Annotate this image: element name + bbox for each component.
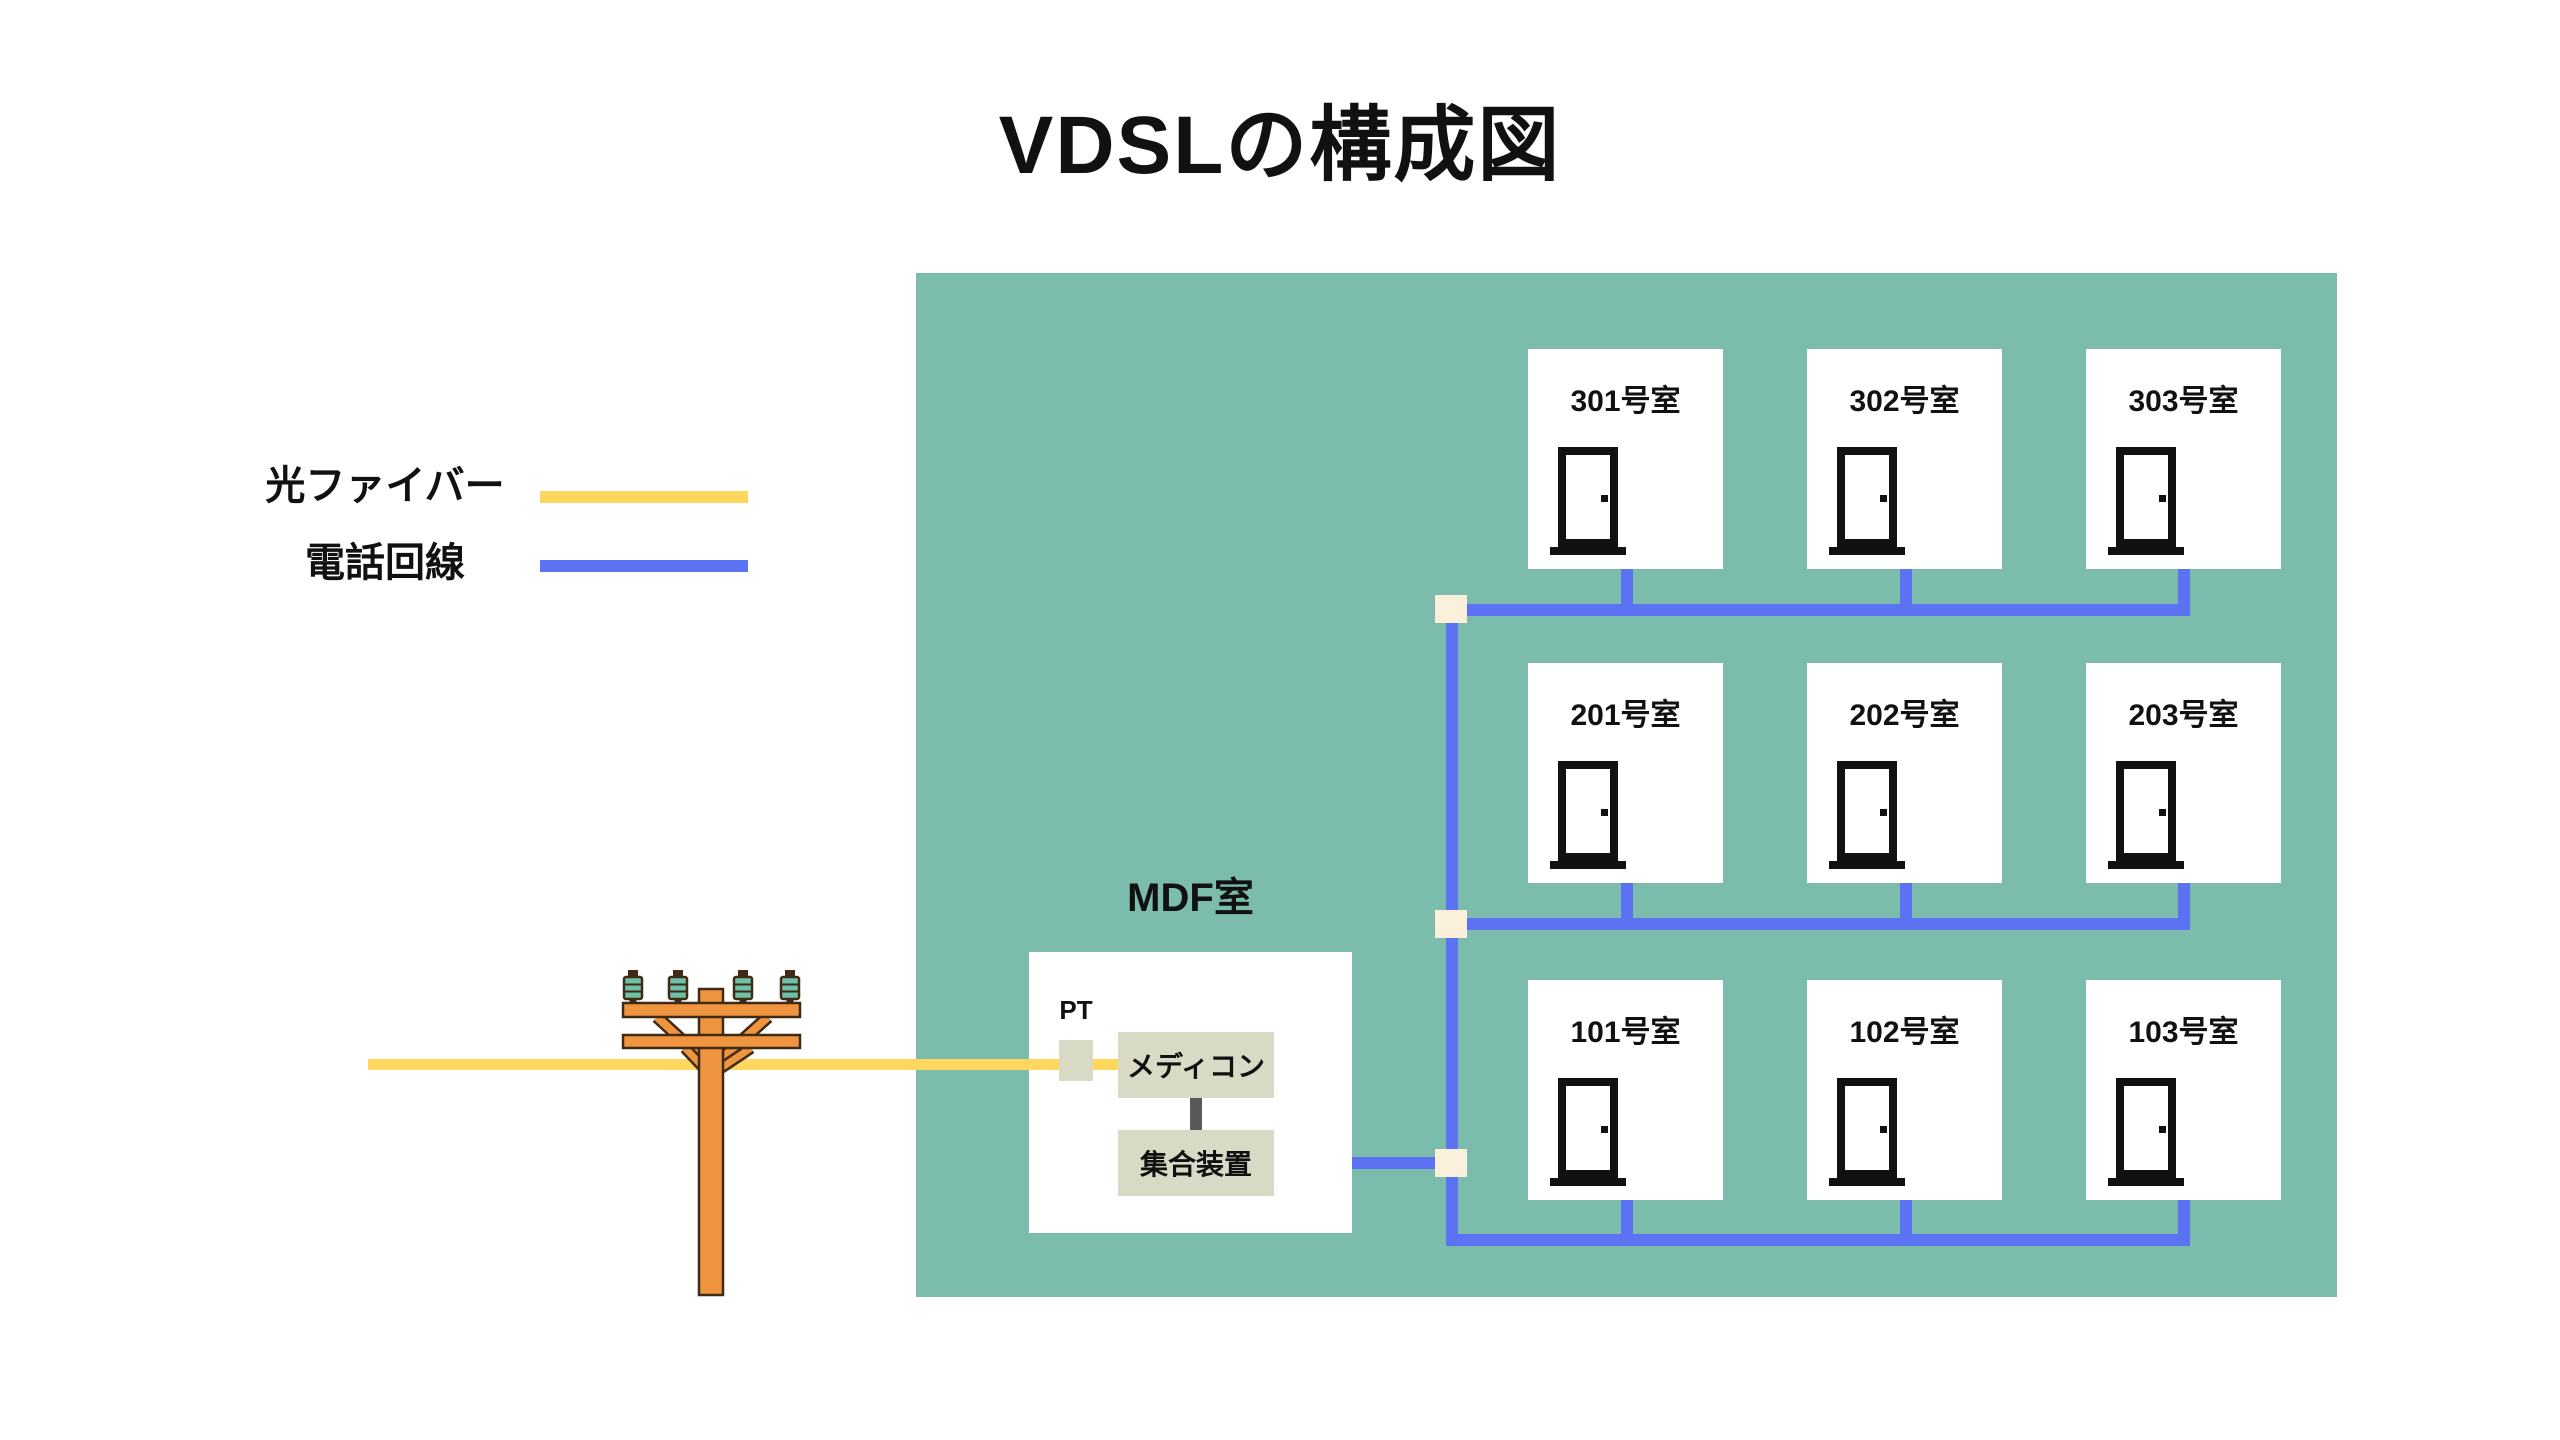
room-card-102: 102号室 — [1807, 980, 2002, 1200]
room-card-303: 303号室 — [2086, 349, 2281, 569]
room-card-201: 201号室 — [1528, 663, 1723, 883]
junction-connector-floor-2 — [1435, 910, 1467, 938]
phone-drop-202 — [1900, 883, 1912, 930]
door-handle — [2159, 495, 2166, 502]
room-label: 202号室 — [1849, 699, 1960, 732]
door-threshold — [2108, 1178, 2184, 1186]
door-icon — [2116, 1078, 2176, 1178]
insulator-icon — [622, 970, 644, 1003]
door-threshold — [1829, 1178, 1905, 1186]
door-threshold — [1550, 861, 1626, 869]
junction-connector-floor-3 — [1435, 595, 1467, 623]
aggregator-label: 集合装置 — [1139, 1149, 1252, 1180]
phone-drop-102 — [1900, 1200, 1912, 1246]
insulator-icon — [732, 970, 754, 1003]
phone-drop-302 — [1900, 569, 1912, 616]
fiber-optic-line — [368, 1059, 1118, 1070]
mdf-room-label: MDF室 — [1127, 876, 1254, 920]
legend-label-phone: 電話回線 — [305, 541, 465, 585]
door-threshold — [2108, 861, 2184, 869]
media-converter-label: メディコン — [1126, 1051, 1266, 1082]
phone-line-floor-3 — [1446, 604, 2189, 616]
door-threshold — [1829, 861, 1905, 869]
phone-drop-203 — [2178, 883, 2190, 930]
legend-label-fiber: 光ファイバー — [265, 464, 505, 508]
door-threshold — [1550, 547, 1626, 555]
door-icon — [1837, 761, 1897, 861]
room-card-203: 203号室 — [2086, 663, 2281, 883]
door-icon — [2116, 761, 2176, 861]
door-icon — [2116, 447, 2176, 547]
phone-drop-103 — [2178, 1200, 2190, 1246]
room-card-301: 301号室 — [1528, 349, 1723, 569]
door-icon — [1558, 1078, 1618, 1178]
door-threshold — [1829, 547, 1905, 555]
insulator-icon — [779, 970, 801, 1003]
room-label: 301号室 — [1570, 385, 1681, 418]
insulator-icon — [667, 970, 689, 1003]
phone-line-floor-2 — [1446, 918, 2189, 930]
door-handle — [2159, 1126, 2166, 1133]
door-handle — [1880, 495, 1887, 502]
door-handle — [1880, 1126, 1887, 1133]
phone-drop-201 — [1621, 883, 1633, 930]
device-connector-bar — [1190, 1098, 1202, 1130]
room-label: 201号室 — [1570, 699, 1681, 732]
door-icon — [1837, 447, 1897, 547]
media-converter-box: メディコン — [1118, 1032, 1274, 1098]
room-card-103: 103号室 — [2086, 980, 2281, 1200]
pt-terminal-box — [1059, 1040, 1093, 1081]
legend-swatch-phone-line — [540, 560, 748, 572]
room-label: 103号室 — [2128, 1016, 2239, 1049]
room-label: 302号室 — [1849, 385, 1960, 418]
room-label: 303号室 — [2128, 385, 2239, 418]
room-card-101: 101号室 — [1528, 980, 1723, 1200]
phone-drop-101 — [1621, 1200, 1633, 1246]
door-handle — [2159, 809, 2166, 816]
room-card-202: 202号室 — [1807, 663, 2002, 883]
page-title: VDSLの構成図 — [998, 100, 1562, 191]
room-card-302: 302号室 — [1807, 349, 2002, 569]
door-icon — [1558, 447, 1618, 547]
door-threshold — [1550, 1178, 1626, 1186]
phone-line-floor-1 — [1446, 1234, 2189, 1246]
phone-drop-303 — [2178, 569, 2190, 616]
aggregator-box: 集合装置 — [1118, 1130, 1274, 1196]
pt-label: PT — [1059, 995, 1093, 1025]
door-threshold — [2108, 547, 2184, 555]
door-icon — [1558, 761, 1618, 861]
door-handle — [1880, 809, 1887, 816]
utility-pole-icon — [621, 970, 802, 1297]
legend-swatch-fiber-line — [540, 491, 748, 503]
phone-drop-301 — [1621, 569, 1633, 616]
room-label: 102号室 — [1849, 1016, 1960, 1049]
door-handle — [1601, 1126, 1608, 1133]
room-label: 203号室 — [2128, 699, 2239, 732]
junction-connector-aggregator — [1435, 1149, 1467, 1177]
door-handle — [1601, 495, 1608, 502]
room-label: 101号室 — [1570, 1016, 1681, 1049]
door-handle — [1601, 809, 1608, 816]
door-icon — [1837, 1078, 1897, 1178]
